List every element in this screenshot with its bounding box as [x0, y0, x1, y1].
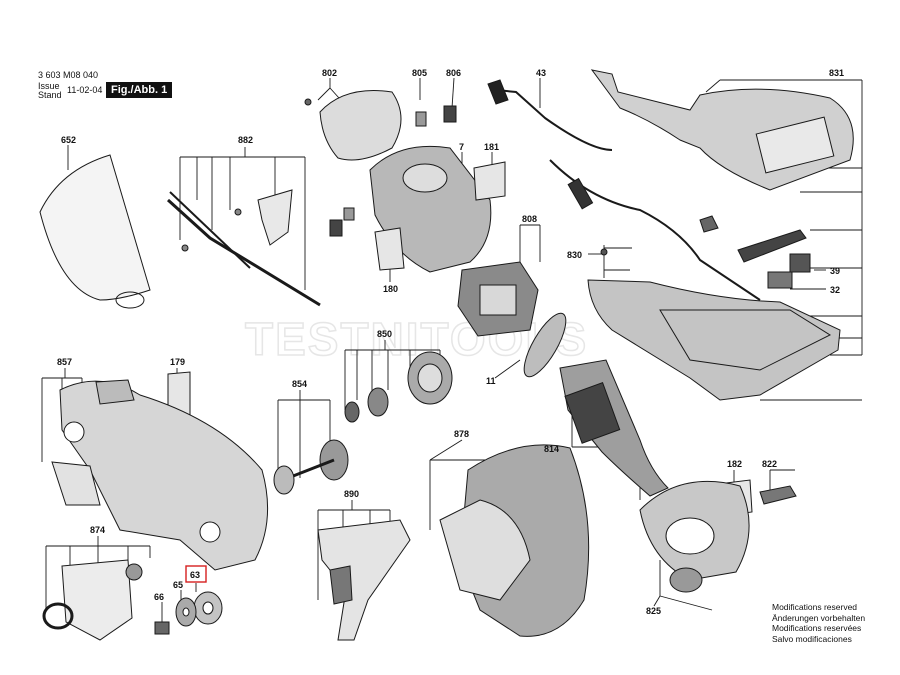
part-label-890: 890 — [344, 489, 359, 499]
part-label-830: 830 — [567, 250, 582, 260]
part-label-66: 66 — [154, 592, 164, 602]
part-label-805: 805 — [412, 68, 427, 78]
figure-label: Fig./Abb. 1 — [106, 82, 173, 98]
part-labels: 802 805 806 43 831 652 882 7 181 808 830… — [57, 68, 844, 616]
note-line: Modifications reserved — [772, 602, 858, 612]
part-label-831: 831 — [829, 68, 844, 78]
note-line: Modifications reservées — [772, 623, 862, 633]
part-label-179: 179 — [170, 357, 185, 367]
part-label-808: 808 — [522, 214, 537, 224]
leader-lines — [41, 77, 863, 635]
part-label-822: 822 — [762, 459, 777, 469]
part-label-882: 882 — [238, 135, 253, 145]
part-label-652: 652 — [61, 135, 76, 145]
part-label-802: 802 — [322, 68, 337, 78]
part-label-182: 182 — [727, 459, 742, 469]
stand-label: Stand — [38, 90, 62, 100]
modifications-note: Modifications reserved Änderungen vorbeh… — [772, 602, 865, 644]
guard-cover-shape — [39, 154, 151, 301]
part-label-850: 850 — [377, 329, 392, 339]
part-label-181: 181 — [484, 142, 499, 152]
part-label-878: 878 — [454, 429, 469, 439]
part-label-7: 7 — [459, 142, 464, 152]
highlight-box-63 — [185, 565, 207, 583]
part-label-806: 806 — [446, 68, 461, 78]
part-label-43: 43 — [536, 68, 546, 78]
part-shapes — [39, 69, 854, 641]
part-label-39: 39 — [830, 266, 840, 276]
note-line: Salvo modificaciones — [772, 633, 852, 644]
part-label-814: 814 — [544, 444, 559, 454]
part-label-65: 65 — [173, 580, 183, 590]
part-label-825: 825 — [646, 606, 661, 616]
part-label-854: 854 — [292, 379, 307, 389]
part-label-180: 180 — [383, 284, 398, 294]
note-line: Änderungen vorbehalten — [772, 612, 866, 623]
issue-label: Issue — [38, 81, 60, 91]
part-label-874: 874 — [90, 525, 105, 535]
part-label-857: 857 — [57, 357, 72, 367]
part-label-32: 32 — [830, 285, 840, 295]
part-label-11: 11 — [486, 376, 496, 386]
part-label-63: 63 — [190, 570, 200, 580]
doc-number: 3 603 M08 040 — [38, 70, 99, 80]
issue-date: 11-02-04 — [67, 85, 103, 95]
